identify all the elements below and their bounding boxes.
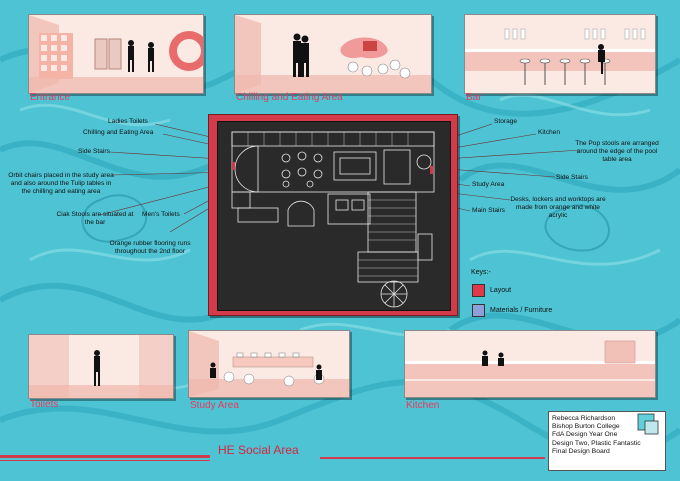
credit-line: Rebecca Richardson — [552, 415, 616, 422]
label-pop-stools: The Pop stools are arranged around the e… — [575, 140, 659, 163]
study-caption: Study Area — [190, 400, 239, 411]
title-bar-left — [0, 455, 210, 458]
label-main-stairs: Main Stairs — [472, 207, 505, 214]
credit-line: Final Design Board — [552, 447, 610, 455]
floor-plan — [217, 121, 451, 311]
label-ladies-toilets: Ladies Toilets — [108, 118, 148, 125]
key-title: Keys:- — [471, 269, 491, 276]
squares-logo-icon — [637, 413, 659, 435]
entrance-panel — [28, 14, 204, 94]
label-side-stairs-left: Side Stairs — [78, 148, 110, 155]
title-bar-right — [320, 457, 545, 459]
entrance-caption: Entrance — [30, 92, 71, 103]
key-swatch-materials — [472, 304, 485, 317]
chilling-caption: Chilling and Eating Area — [236, 92, 343, 103]
credit-line: Bishop Burton College — [552, 423, 620, 431]
key-label-layout: Layout — [490, 287, 512, 294]
bar-panel — [464, 14, 656, 94]
label-kitchen: Kitchen — [538, 129, 560, 136]
bar-caption: Bar — [466, 92, 482, 103]
floor-plan-frame — [208, 114, 458, 316]
label-side-stairs-right: Side Stairs — [556, 174, 588, 181]
label-desks: Desks, lockers and worktops are made fro… — [510, 196, 606, 219]
key-label-materials: Materials / Furniture — [490, 307, 553, 314]
title-bar-left-thin — [0, 460, 210, 461]
kitchen-panel — [404, 330, 656, 398]
chilling-panel — [234, 14, 432, 94]
credit-line: Design Two, Plastic Fantastic — [552, 439, 641, 447]
label-ciak-stools: Ciak Stools are situated at the bar — [56, 211, 134, 226]
key-swatch-layout — [472, 284, 485, 297]
toilets-panel — [28, 334, 174, 399]
label-mens-toilets: Men's Toilets — [142, 211, 180, 218]
page-title: HE Social Area — [218, 443, 299, 457]
label-orange-flooring: Orange rubber flooring runs throughout t… — [109, 240, 191, 255]
label-storage: Storage — [494, 118, 518, 125]
label-orbit-chairs: Orbit chairs placed in the study area an… — [8, 172, 114, 195]
study-panel — [188, 330, 350, 398]
credit-line: FdA Design Year One — [552, 431, 618, 439]
label-study-area: Study Area — [472, 181, 505, 188]
kitchen-caption: Kitchen — [406, 400, 440, 411]
label-chilling-eating: Chilling and Eating Area — [83, 129, 154, 136]
toilets-caption: Toilets — [30, 399, 59, 410]
